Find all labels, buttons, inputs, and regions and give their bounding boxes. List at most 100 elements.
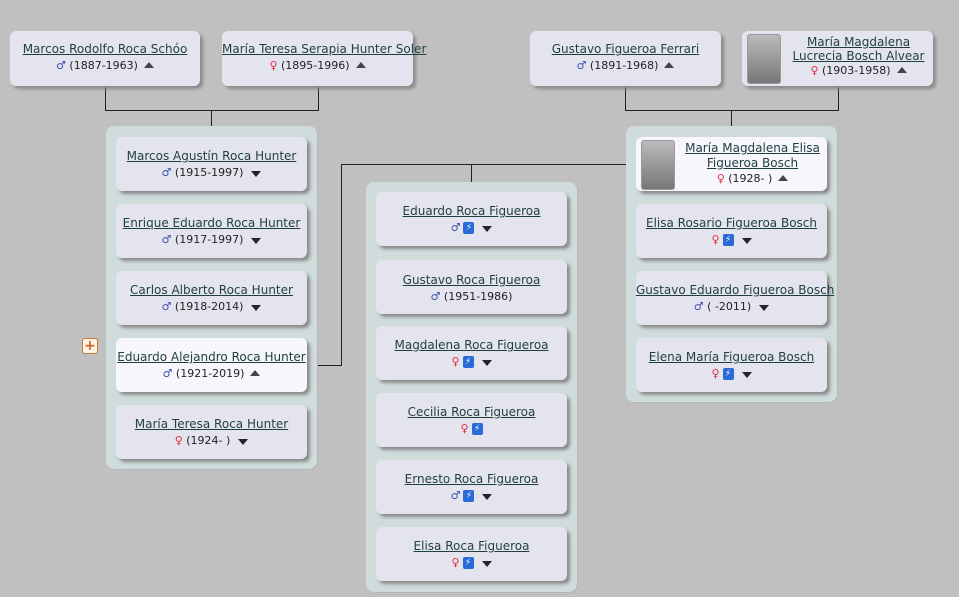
expand-down-icon[interactable] <box>481 561 492 567</box>
expand-down-icon[interactable] <box>741 238 752 244</box>
person-name-link[interactable]: Enrique Eduardo Roca Hunter <box>122 216 301 230</box>
connector-line <box>625 86 626 110</box>
male-icon: ♂ <box>162 367 173 380</box>
person-name-link[interactable]: Eduardo Alejandro Roca Hunter <box>117 350 306 364</box>
life-years: (1887-1963) <box>69 59 138 72</box>
male-icon: ♂ <box>161 233 172 246</box>
life-years: (1903-1958) <box>822 64 891 77</box>
life-years: (1915-1997) <box>174 166 244 179</box>
male-icon: ♂ <box>450 489 461 502</box>
lightning-icon[interactable]: ⚡ <box>471 423 483 435</box>
lightning-icon[interactable]: ⚡ <box>722 368 734 380</box>
male-icon: ♂ <box>161 300 172 313</box>
expand-down-icon[interactable] <box>251 238 262 244</box>
person-card: Elena María Figueroa Bosch ♀⚡ <box>636 338 827 392</box>
person-name-link[interactable]: Gustavo Roca Figueroa <box>402 273 541 287</box>
person-card: Gustavo Eduardo Figueroa Bosch ♂ ( -2011… <box>636 271 834 325</box>
female-icon: ♀ <box>810 64 819 77</box>
life-years: (1891-1968) <box>589 59 659 72</box>
lightning-icon[interactable]: ⚡ <box>462 557 474 569</box>
male-icon: ♂ <box>450 221 461 234</box>
life-years: (1951-1986) <box>443 290 513 303</box>
person-name-link[interactable]: Gustavo Eduardo Figueroa Bosch <box>636 283 835 297</box>
connector-line <box>625 110 839 111</box>
life-years: (1924- ) <box>186 434 231 447</box>
male-icon: ♂ <box>161 166 172 179</box>
person-name-link[interactable]: María Magdalena Lucrecia Bosch Alvear <box>792 35 925 63</box>
grandparent-card: María Teresa Serapia Hunter Soler ♀ (189… <box>222 31 426 86</box>
expand-down-icon[interactable] <box>481 360 492 366</box>
person-name-link[interactable]: Ernesto Roca Figueroa <box>404 472 539 486</box>
female-icon: ♀ <box>451 355 460 368</box>
connector-line <box>471 164 472 188</box>
person-card: Gustavo Roca Figueroa ♂ (1951-1986) <box>376 260 567 314</box>
person-name-link[interactable]: Gustavo Figueroa Ferrari <box>551 42 700 56</box>
person-card: Elisa Roca Figueroa ♀⚡ <box>376 527 567 581</box>
connector-line <box>731 110 732 136</box>
connector-line <box>838 86 839 110</box>
person-name-link[interactable]: Cecilia Roca Figueroa <box>407 405 536 419</box>
life-years: (1917-1997) <box>174 233 244 246</box>
portrait-photo[interactable] <box>747 34 781 84</box>
life-years: (1895-1996) <box>281 59 350 72</box>
connector-line <box>105 86 106 110</box>
male-icon: ♂ <box>56 59 66 72</box>
grandparent-card: Marcos Rodolfo Roca Schóo ♂ (1887-1963) <box>10 31 200 86</box>
grandparent-card: Gustavo Figueroa Ferrari ♂ (1891-1968) <box>530 31 721 86</box>
person-name-link[interactable]: Elisa Roca Figueroa <box>413 539 530 553</box>
connector-line <box>211 110 212 136</box>
portrait-photo[interactable] <box>641 140 675 190</box>
lightning-icon[interactable]: ⚡ <box>462 356 474 368</box>
person-card: Enrique Eduardo Roca Hunter ♂ (1917-1997… <box>116 204 307 258</box>
collapse-up-icon[interactable] <box>355 62 366 68</box>
person-card-selected: Eduardo Alejandro Roca Hunter ♂ (1921-20… <box>116 338 307 392</box>
person-card: Marcos Agustín Roca Hunter ♂ (1915-1997) <box>116 137 307 191</box>
person-card: Cecilia Roca Figueroa ♀⚡ <box>376 393 567 447</box>
expand-plus-icon[interactable]: + <box>82 338 98 354</box>
female-icon: ♀ <box>711 367 720 380</box>
connector-line <box>318 86 319 110</box>
connector-line <box>105 110 319 111</box>
person-card-selected: María Magdalena Elisa Figueroa Bosch ♀ (… <box>636 137 827 191</box>
life-years: (1928- ) <box>728 172 773 185</box>
life-years: (1918-2014) <box>174 300 244 313</box>
person-card: Elisa Rosario Figueroa Bosch ♀⚡ <box>636 204 827 258</box>
person-name-link[interactable]: Magdalena Roca Figueroa <box>394 338 549 352</box>
female-icon: ♀ <box>716 172 725 185</box>
person-card: Ernesto Roca Figueroa ♂⚡ <box>376 460 567 514</box>
collapse-up-icon[interactable] <box>896 67 907 73</box>
collapse-up-icon[interactable] <box>778 175 789 181</box>
grandparent-card: María Magdalena Lucrecia Bosch Alvear ♀ … <box>742 31 933 86</box>
expand-down-icon[interactable] <box>759 305 770 311</box>
expand-down-icon[interactable] <box>482 226 493 232</box>
person-name-link[interactable]: Marcos Rodolfo Roca Schóo <box>22 42 188 56</box>
female-icon: ♀ <box>451 556 460 569</box>
expand-down-icon[interactable] <box>251 305 262 311</box>
life-years: ( -2011) <box>707 300 752 313</box>
female-icon: ♀ <box>711 233 720 246</box>
lightning-icon[interactable]: ⚡ <box>463 222 475 234</box>
expand-down-icon[interactable] <box>741 372 752 378</box>
person-card: Carlos Alberto Roca Hunter ♂ (1918-2014) <box>116 271 307 325</box>
expand-down-icon[interactable] <box>238 439 249 445</box>
lightning-icon[interactable]: ⚡ <box>463 490 475 502</box>
person-name-link[interactable]: Carlos Alberto Roca Hunter <box>130 283 293 297</box>
person-name-link[interactable]: María Teresa Roca Hunter <box>134 417 289 431</box>
person-name-link[interactable]: Elena María Figueroa Bosch <box>648 350 815 364</box>
expand-down-icon[interactable] <box>251 171 262 177</box>
collapse-up-icon[interactable] <box>143 62 154 68</box>
person-name-link[interactable]: Eduardo Roca Figueroa <box>402 204 541 218</box>
person-card: Magdalena Roca Figueroa ♀⚡ <box>376 326 567 380</box>
collapse-up-icon[interactable] <box>250 370 261 376</box>
female-icon: ♀ <box>174 434 183 447</box>
collapse-up-icon[interactable] <box>664 62 675 68</box>
person-card: Eduardo Roca Figueroa ♂⚡ <box>376 192 567 246</box>
person-card: María Teresa Roca Hunter ♀ (1924- ) <box>116 405 307 459</box>
expand-down-icon[interactable] <box>482 494 493 500</box>
person-name-link[interactable]: María Magdalena Elisa Figueroa Bosch <box>685 141 820 170</box>
person-name-link[interactable]: Elisa Rosario Figueroa Bosch <box>645 216 818 230</box>
person-name-link[interactable]: Marcos Agustín Roca Hunter <box>126 149 297 163</box>
female-icon: ♀ <box>269 59 278 72</box>
person-name-link[interactable]: María Teresa Serapia Hunter Soler <box>222 42 427 56</box>
lightning-icon[interactable]: ⚡ <box>722 234 734 246</box>
